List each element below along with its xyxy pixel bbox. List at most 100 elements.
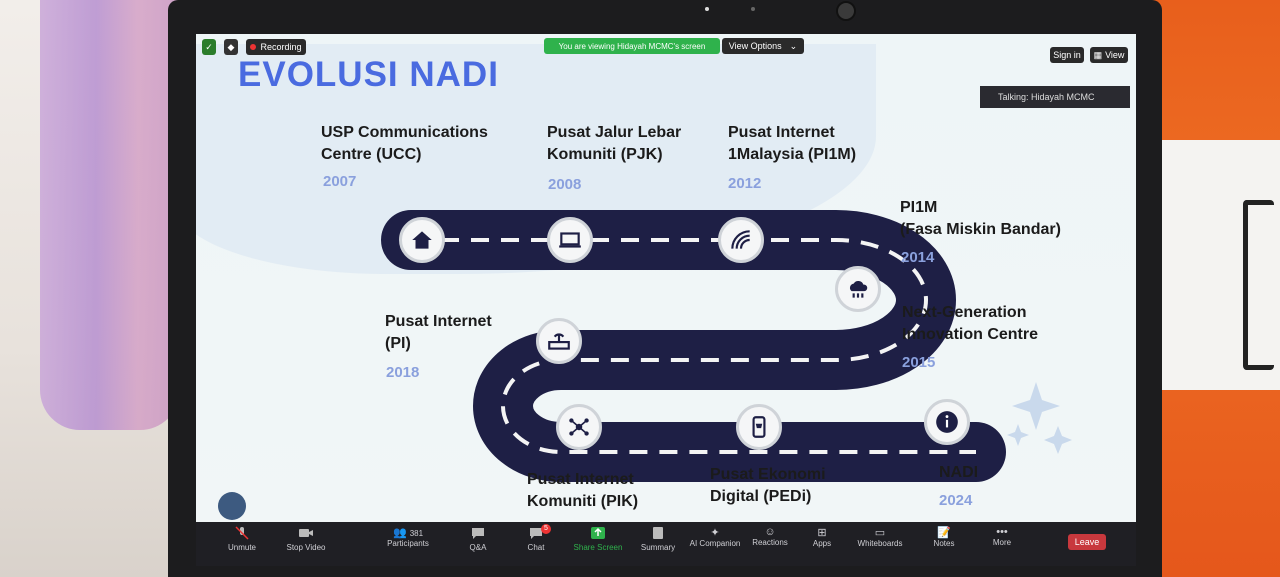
share-screen-label: Share Screen [573, 543, 623, 552]
milestone-year: 2024 [939, 492, 973, 509]
security-shield-icon[interactable]: ✓ [202, 39, 216, 55]
more-button[interactable]: ••• More [970, 526, 1034, 547]
milestone-year: 2012 [728, 175, 762, 192]
milestone-name: Pusat Ekonomi [710, 466, 826, 483]
cloud-network-icon [835, 266, 881, 312]
info-icon [924, 399, 970, 445]
recording-label: Recording [260, 42, 302, 52]
milestone-name: Innovation Centre [902, 326, 1039, 343]
ai-companion-label: AI Companion [689, 539, 741, 548]
milestone-name: Komuniti (PIK) [527, 493, 639, 510]
road-dash [411, 238, 976, 454]
viewing-banner: You are viewing Hidayah MCMC's screen [544, 38, 720, 54]
participants-button[interactable]: 👥 381 Participants [376, 526, 440, 548]
milestone-name: Komuniti (PJK) [547, 146, 663, 163]
zoom-toolbar: Unmute Stop Video 👥 381 Participants Q&A… [196, 522, 1136, 566]
view-options-label: View Options [728, 41, 782, 51]
annotate-pencil-icon[interactable] [218, 492, 246, 520]
summary-button[interactable]: Summary [626, 526, 690, 552]
ellipsis-icon: ••• [996, 526, 1008, 538]
milestone-nadi: NADI [939, 464, 979, 481]
whiteboards-button[interactable]: ▭ Whiteboards [848, 526, 912, 548]
milestone-name: Pusat Internet [385, 313, 492, 330]
apps-icon: ⊞ [817, 527, 827, 539]
milestone-name: (Fasa Miskin Bandar) [900, 221, 1061, 238]
webcam-dot [705, 7, 709, 11]
qa-button[interactable]: Q&A [446, 526, 510, 552]
stop-video-button[interactable]: Stop Video [274, 526, 338, 552]
milestone-name: PI1M [900, 199, 938, 216]
participants-count: 381 [409, 529, 424, 538]
router-icon [536, 318, 582, 364]
milestone-name: USP Communications [321, 124, 488, 141]
shopping-phone-icon [736, 404, 782, 450]
milestone-name: Pusat Internet [527, 471, 634, 488]
milestone-year: 2018 [386, 364, 420, 381]
chat-icon [530, 528, 542, 539]
shared-slide: ✓ ◆ Recording You are viewing Hidayah MC… [196, 34, 1136, 522]
milestone-name: Centre (UCC) [321, 146, 422, 163]
slide-title: EVOLUSI NADI [238, 55, 499, 94]
share-screen-button[interactable]: Share Screen [566, 526, 630, 552]
whiteboard-icon: ▭ [874, 527, 886, 539]
sparkle-icon [1007, 382, 1072, 454]
milestone-name: Pusat Internet [728, 124, 835, 141]
milestone-pedi: Pusat Ekonomi Digital (PEDi) [710, 464, 826, 508]
milestone-year: 2015 [902, 354, 936, 371]
apps-label: Apps [812, 539, 832, 548]
milestone-name: Next-Generation [902, 304, 1027, 321]
talking-indicator: Talking: Hidayah MCMC [980, 86, 1130, 108]
milestone-name: 1Malaysia (PI1M) [728, 146, 857, 163]
chat-badge: 5 [541, 524, 551, 534]
more-label: More [992, 538, 1012, 547]
people-icon: 👥 381 [392, 527, 424, 539]
milestone-nic: Next-Generation Innovation Centre [902, 302, 1038, 346]
recording-badge[interactable]: Recording [246, 39, 306, 55]
summary-label: Summary [640, 543, 676, 552]
chat-button[interactable]: 5 Chat [504, 524, 568, 552]
chat-label: Chat [527, 543, 545, 552]
reactions-label: Reactions [752, 538, 788, 547]
milestone-ucc: USP Communications Centre (UCC) [321, 122, 488, 166]
unmute-button[interactable]: Unmute [210, 526, 274, 552]
milestone-pi: Pusat Internet (PI) [385, 311, 492, 355]
milestone-year: 2014 [901, 249, 935, 266]
qa-bubble-icon [472, 528, 484, 539]
video-camera-icon [299, 529, 313, 537]
view-button[interactable]: ▦ View [1090, 47, 1128, 63]
purple-bottle [40, 0, 180, 430]
app-icon[interactable]: ◆ [224, 39, 238, 55]
chevron-down-icon: ⌄ [789, 40, 798, 51]
mic-muted-icon [235, 526, 249, 540]
view-options-button[interactable]: View Options ⌄ [722, 38, 804, 54]
milestone-pik: Pusat Internet Komuniti (PIK) [527, 469, 638, 513]
milestone-year: 2008 [548, 176, 582, 193]
grid-icon: ▦ [1093, 49, 1103, 60]
sign-in-button[interactable]: Sign in [1050, 47, 1084, 63]
milestone-year: 2007 [323, 173, 357, 190]
leave-button[interactable]: Leave [1068, 534, 1106, 550]
whiteboards-label: Whiteboards [857, 539, 903, 548]
milestone-pjk: Pusat Jalur Lebar Komuniti (PJK) [547, 122, 681, 166]
notes-button[interactable]: 📝 Notes [912, 526, 976, 548]
reactions-button[interactable]: ☺ Reactions [738, 526, 802, 547]
milestone-name: Digital (PEDi) [710, 488, 812, 505]
qa-label: Q&A [469, 543, 487, 552]
ai-companion-button[interactable]: ✦ AI Companion [683, 526, 747, 548]
milestone-pi1m-fmb: PI1M (Fasa Miskin Bandar) [900, 197, 1061, 241]
webcam-dot [751, 7, 755, 11]
sparkle-icon: ✦ [710, 527, 720, 539]
apps-button[interactable]: ⊞ Apps [790, 526, 854, 548]
network-hub-icon [556, 404, 602, 450]
record-dot-icon [250, 44, 257, 50]
notes-label: Notes [933, 539, 955, 548]
timeline-road [381, 210, 1072, 482]
wifi-icon [718, 217, 764, 263]
laptop-icon [547, 217, 593, 263]
share-screen-icon [591, 527, 605, 539]
stop-video-label: Stop Video [286, 543, 326, 552]
milestone-name: Pusat Jalur Lebar [547, 124, 682, 141]
home-icon [399, 217, 445, 263]
milestone-pi1m: Pusat Internet 1Malaysia (PI1M) [728, 122, 856, 166]
notes-icon: 📝 [937, 527, 951, 539]
